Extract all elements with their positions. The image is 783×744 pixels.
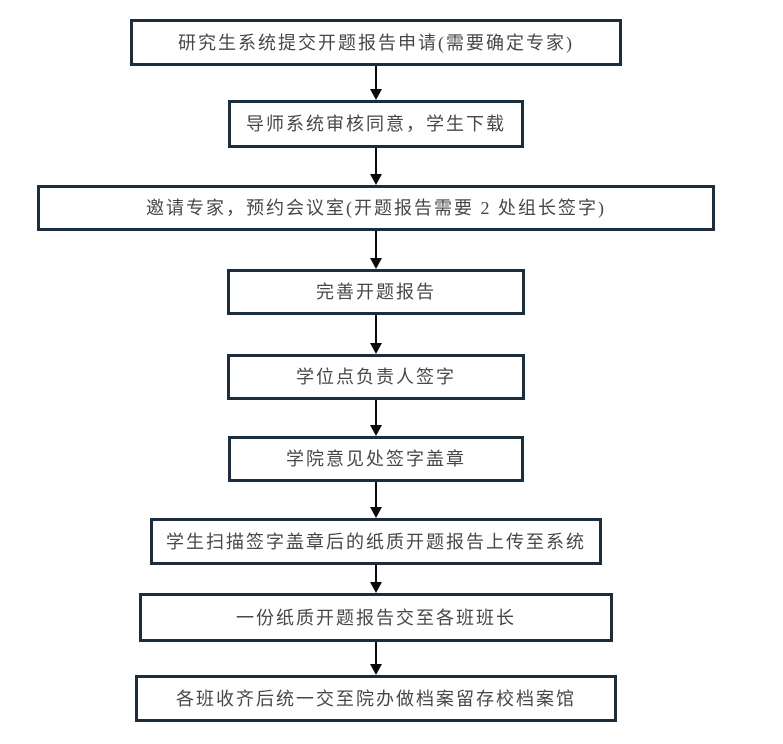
arrow-line — [375, 231, 377, 259]
arrow-line — [375, 66, 377, 90]
flow-step-invite-experts: 邀请专家，预约会议室(开题报告需要 2 处组长签字) — [37, 185, 715, 231]
flow-step-label: 研究生系统提交开题报告申请(需要确定专家) — [178, 32, 574, 53]
arrow-line — [375, 148, 377, 175]
arrow-head-icon — [370, 174, 382, 185]
arrow-line — [375, 482, 377, 508]
flow-step-label: 学位点负责人签字 — [296, 367, 456, 387]
flow-step-label: 学院意见处签字盖章 — [286, 449, 466, 469]
flow-step-label: 导师系统审核同意，学生下载 — [246, 114, 506, 134]
flow-step-improve-report: 完善开题报告 — [227, 269, 525, 315]
arrow-head-icon — [370, 582, 382, 593]
arrow-head-icon — [370, 507, 382, 518]
flow-step-submit-to-monitor: 一份纸质开题报告交至各班班长 — [139, 593, 613, 642]
arrow-line — [375, 315, 377, 344]
flow-step-submit-application: 研究生系统提交开题报告申请(需要确定专家) — [130, 19, 622, 66]
flow-step-archive: 各班收齐后统一交至院办做档案留存校档案馆 — [135, 675, 617, 722]
flow-step-label: 一份纸质开题报告交至各班班长 — [236, 607, 516, 628]
arrow-line — [375, 565, 377, 583]
flow-step-label: 学生扫描签字盖章后的纸质开题报告上传至系统 — [166, 531, 586, 552]
arrow-head-icon — [370, 258, 382, 269]
flow-step-degree-head-sign: 学位点负责人签字 — [227, 354, 525, 400]
arrow-head-icon — [370, 89, 382, 100]
arrow-line — [375, 400, 377, 426]
arrow-head-icon — [370, 425, 382, 436]
flow-step-label: 各班收齐后统一交至院办做档案留存校档案馆 — [176, 688, 576, 709]
flow-step-college-seal: 学院意见处签字盖章 — [228, 436, 524, 482]
arrow-line — [375, 642, 377, 665]
flow-step-advisor-approval: 导师系统审核同意，学生下载 — [228, 100, 524, 148]
flow-step-label: 完善开题报告 — [316, 282, 436, 302]
flow-step-scan-upload: 学生扫描签字盖章后的纸质开题报告上传至系统 — [150, 518, 602, 565]
arrow-head-icon — [370, 343, 382, 354]
flow-step-label: 邀请专家，预约会议室(开题报告需要 2 处组长签字) — [146, 198, 606, 218]
arrow-head-icon — [370, 664, 382, 675]
